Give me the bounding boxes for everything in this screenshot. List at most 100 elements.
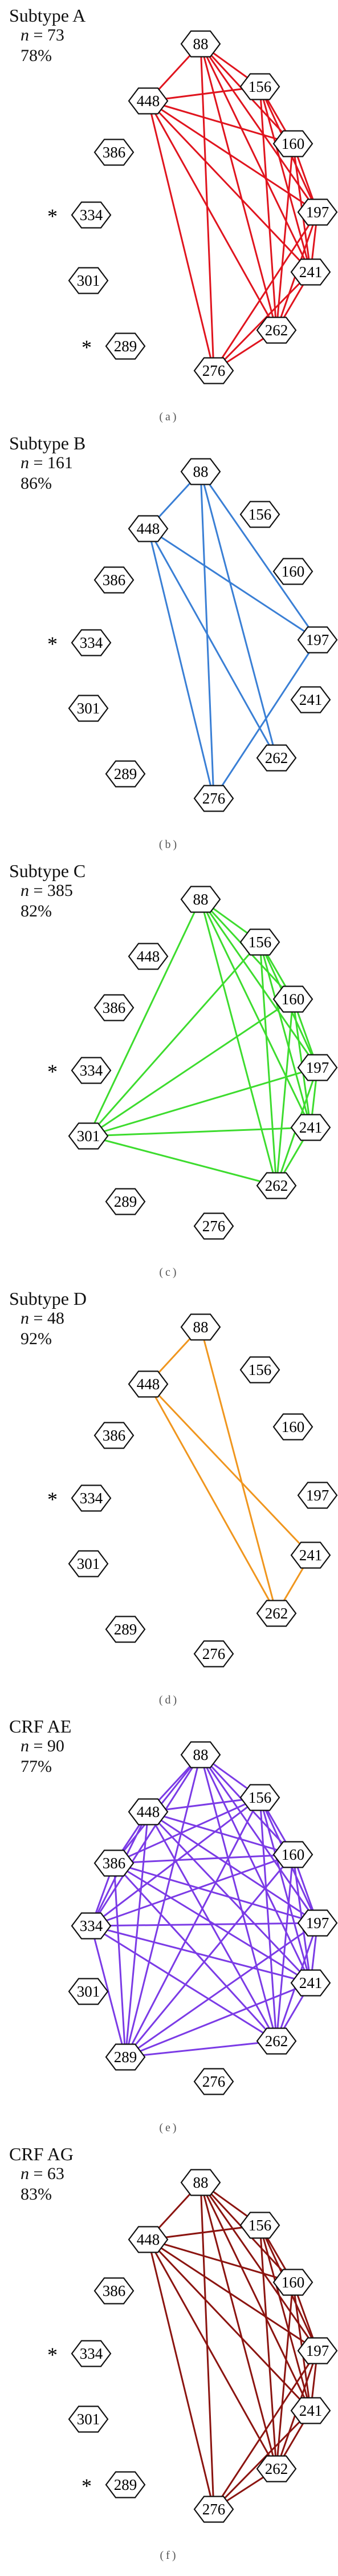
node-276: 276 — [193, 1212, 234, 1240]
node-label: 334 — [80, 1062, 103, 1079]
percentage: 82% — [21, 902, 52, 920]
node-label: 301 — [77, 1127, 100, 1145]
edge-156-289 — [124, 1797, 261, 2058]
node-label: 262 — [265, 2033, 288, 2050]
node-hexagon — [71, 201, 112, 229]
node-hexagon — [272, 1413, 313, 1441]
node-label: 386 — [103, 1427, 126, 1444]
sample-size: n = 90 — [21, 1737, 64, 1755]
edge-448-276 — [147, 2239, 215, 2510]
panel-caption: (f) — [160, 2549, 178, 2562]
node-262: 262 — [256, 317, 297, 344]
edge-241-334 — [91, 1925, 311, 1984]
panel-caption: (a) — [159, 411, 179, 423]
edge-262-334 — [91, 1925, 277, 2042]
node-label: 262 — [265, 2460, 288, 2477]
node-label: 88 — [193, 2174, 209, 2191]
node-label: 276 — [202, 2501, 226, 2518]
edge-156-241 — [259, 2225, 312, 2411]
node-hexagon — [193, 785, 234, 812]
node-label: 156 — [249, 934, 272, 951]
node-label: 88 — [193, 1746, 209, 1763]
edge-88-262 — [199, 43, 278, 331]
node-88: 88 — [180, 1313, 221, 1341]
node-label: 301 — [77, 1983, 100, 2000]
node-289: 289 — [105, 332, 146, 360]
node-241: 241 — [290, 1541, 331, 1569]
node-label: 156 — [249, 1361, 272, 1378]
node-hexagon — [105, 332, 146, 360]
node-label: 197 — [306, 204, 329, 221]
sample-size: n = 63 — [21, 2164, 64, 2183]
node-160: 160 — [272, 130, 313, 157]
edge-156-241 — [259, 1797, 312, 1983]
node-hexagon — [193, 1640, 234, 1668]
node-276: 276 — [193, 357, 234, 384]
node-label: 301 — [77, 2411, 100, 2428]
node-241: 241 — [290, 2397, 331, 2424]
edge-88-241 — [199, 899, 312, 1128]
node-label: 160 — [282, 1846, 305, 1863]
percentage: 83% — [21, 2185, 52, 2204]
node-label: 88 — [193, 463, 209, 480]
edge-448-276 — [147, 528, 215, 799]
edge-160-262 — [275, 999, 294, 1186]
node-241: 241 — [290, 258, 331, 286]
node-289: 289 — [105, 1188, 146, 1215]
node-label: 88 — [193, 891, 209, 908]
edge-88-241 — [199, 2182, 312, 2411]
node-hexagon — [68, 695, 109, 722]
node-hexagon — [93, 994, 135, 1021]
edge-160-262 — [275, 1854, 294, 2042]
edge-289-448 — [124, 1811, 149, 2058]
node-156: 156 — [239, 73, 280, 100]
node-hexagon — [71, 1057, 112, 1084]
node-448: 448 — [128, 515, 169, 542]
node-hexagon — [128, 1370, 169, 1398]
node-hexagon — [68, 2405, 109, 2433]
panel-caption: (c) — [159, 1266, 179, 1279]
node-label: 241 — [299, 263, 323, 281]
node-hexagon — [239, 928, 280, 956]
node-label: 386 — [103, 1855, 126, 1872]
sample-size: n = 385 — [21, 881, 73, 900]
node-hexagon — [239, 73, 280, 100]
edge-156-262 — [259, 942, 278, 1186]
edge-88-241 — [199, 1754, 312, 1983]
edge-160-262 — [275, 143, 294, 331]
asterisk-marker: * — [47, 632, 58, 655]
node-label: 241 — [299, 1547, 323, 1564]
node-hexagon — [93, 566, 135, 594]
node-289: 289 — [105, 1616, 146, 1643]
node-334: 334 — [71, 629, 112, 656]
node-hexagon — [180, 458, 221, 485]
edge-88-262 — [199, 1754, 278, 2042]
edge-301-241 — [88, 1126, 311, 1137]
edge-241-276 — [213, 2409, 312, 2510]
node-hexagon — [290, 1969, 331, 1997]
edge-160-262 — [275, 2282, 294, 2469]
node-hexagon — [297, 2337, 338, 2364]
node-label: 448 — [137, 948, 160, 965]
node-hexagon — [297, 1054, 338, 1081]
node-241: 241 — [290, 1114, 331, 1141]
node-hexagon — [256, 744, 297, 772]
node-label: 156 — [249, 506, 272, 523]
node-hexagon — [297, 1482, 338, 1509]
node-label: 241 — [299, 1119, 323, 1136]
node-label: 301 — [77, 1555, 100, 1572]
node-156: 156 — [239, 928, 280, 956]
node-hexagon — [105, 1188, 146, 1215]
node-hexagon — [71, 629, 112, 656]
edge-301-197 — [88, 1066, 318, 1137]
panel-title: Subtype D — [9, 1288, 87, 1309]
edge-160-386 — [113, 1853, 294, 1864]
edge-88-289 — [124, 1754, 202, 2058]
